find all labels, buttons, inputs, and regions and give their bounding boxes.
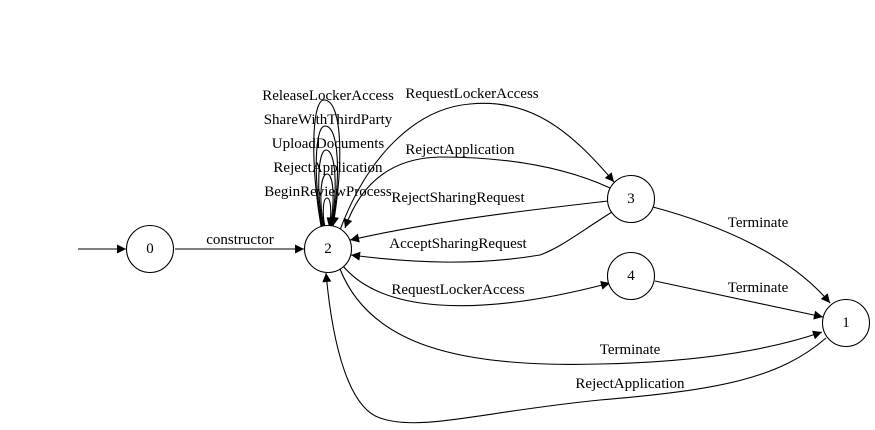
edge-3-to-2-accept-sharing-request bbox=[350, 211, 613, 263]
edge-label-reject-sharing-request: RejectSharingRequest bbox=[391, 190, 525, 206]
state-node-4: 4 bbox=[606, 251, 656, 301]
edge-2-self-share-with-third-party bbox=[315, 125, 338, 228]
edge-label-request-locker-access-to-3: RequestLockerAccess bbox=[405, 86, 538, 102]
edge-2-self-begin-review-process bbox=[322, 197, 336, 228]
edge-4-to-1-terminate bbox=[654, 280, 824, 320]
edge-label-request-locker-access-to-4: RequestLockerAccess bbox=[391, 282, 524, 298]
edge-2-to-4-request-locker-access bbox=[342, 265, 611, 307]
state-node-1: 1 bbox=[821, 298, 871, 348]
edge-label-accept-sharing-request: AcceptSharingRequest bbox=[389, 236, 527, 252]
state-label-3: 3 bbox=[627, 191, 635, 207]
edge-label-reject-application-self: RejectApplication bbox=[273, 160, 383, 176]
edge-label-upload-documents: UploadDocuments bbox=[272, 136, 385, 152]
state-label-1: 1 bbox=[842, 315, 850, 331]
edge-3-to-2-reject-sharing-request bbox=[349, 200, 609, 243]
edge-label-terminate-from-3: Terminate bbox=[728, 215, 789, 231]
edge-label-reject-application-from-1: RejectApplication bbox=[575, 376, 685, 392]
edge-label-share-with-third-party: ShareWithThirdParty bbox=[264, 112, 393, 128]
edge-label-begin-review-process: BeginReviewProcess bbox=[264, 184, 392, 200]
edge-label-reject-application-from-3: RejectApplication bbox=[405, 142, 515, 158]
state-node-2: 2 bbox=[303, 224, 353, 274]
edge-2-self-upload-documents bbox=[318, 149, 338, 228]
edge-3-to-1-terminate bbox=[652, 206, 831, 304]
edge-label-terminate-from-2: Terminate bbox=[600, 342, 661, 358]
edge-3-to-2-reject-application bbox=[343, 156, 611, 229]
edge-1-to-2-reject-application bbox=[322, 272, 827, 424]
state-node-0: 0 bbox=[125, 224, 175, 274]
edge-label-terminate-from-4: Terminate bbox=[728, 280, 789, 296]
edge-2-to-1-terminate bbox=[339, 268, 823, 365]
edge-2-self-release-locker-access bbox=[313, 99, 341, 227]
state-label-4: 4 bbox=[627, 268, 635, 284]
state-label-0: 0 bbox=[146, 241, 154, 257]
edge-label-constructor: constructor bbox=[206, 232, 273, 248]
edge-label-release-locker-access: ReleaseLockerAccess bbox=[262, 88, 394, 104]
edge-2-self-reject-application bbox=[320, 173, 337, 228]
edge-2-to-3-request-locker-access bbox=[339, 102, 615, 231]
state-label-2: 2 bbox=[324, 241, 332, 257]
state-node-3: 3 bbox=[606, 174, 656, 224]
